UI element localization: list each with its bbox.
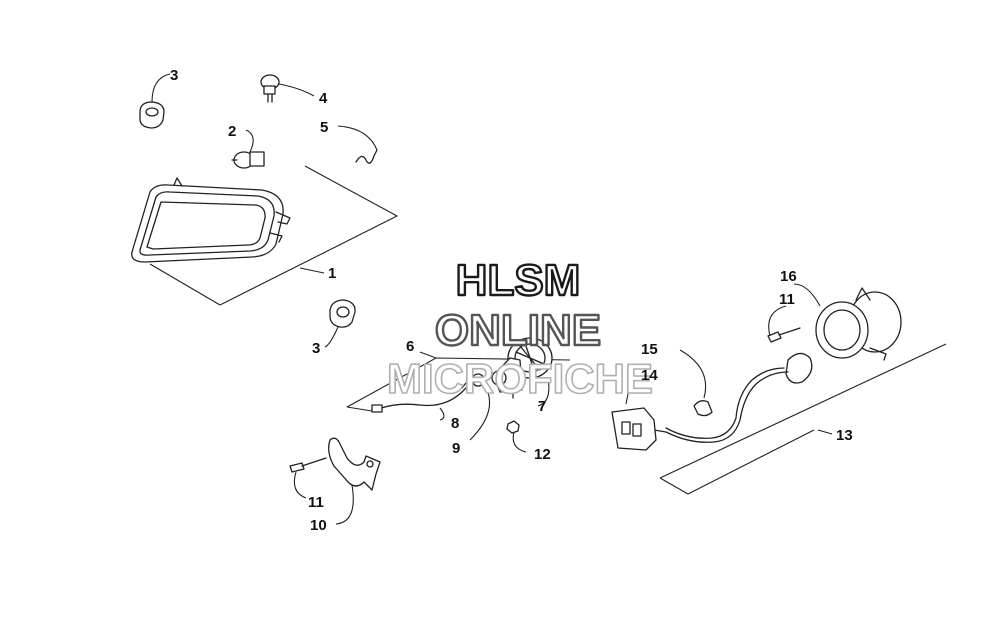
ground-wire <box>337 125 378 164</box>
callout-3-upper: 3 <box>170 67 178 84</box>
callout-11-upper: 11 <box>779 291 795 308</box>
callout-4: 4 <box>319 90 328 107</box>
callout-14: 14 <box>641 367 658 384</box>
headlight-bulb <box>231 129 265 169</box>
wiring-harness <box>611 352 813 451</box>
callout-box-13 <box>659 343 947 495</box>
screw-upper <box>767 283 821 343</box>
callout-10: 10 <box>310 517 327 534</box>
headlight-housing <box>131 177 291 263</box>
callout-2: 2 <box>228 123 236 140</box>
bulb-socket <box>260 74 315 103</box>
watermark: HLSM ONLINE MICROFICHE <box>386 255 654 403</box>
grommet-upper <box>139 73 171 129</box>
fog-lamp-housing <box>491 337 553 407</box>
nut <box>506 420 527 453</box>
callout-16: 16 <box>780 268 797 285</box>
watermark-line-3: MICROFICHE <box>387 355 653 402</box>
callout-labels: 1 2 3 4 5 3 6 7 8 9 10 11 11 12 13 14 15… <box>170 67 853 534</box>
callout-8: 8 <box>451 415 459 432</box>
callout-9: 9 <box>452 440 460 457</box>
screw-lower <box>289 457 327 499</box>
callout-5: 5 <box>320 119 328 136</box>
fog-bulb <box>679 349 713 417</box>
callout-11-lower: 11 <box>308 494 324 511</box>
grommet-lower <box>324 299 356 348</box>
callout-15: 15 <box>641 341 658 358</box>
callout-1: 1 <box>328 265 336 282</box>
callout-12: 12 <box>534 446 551 463</box>
fog-lamp-assembly <box>815 287 902 361</box>
watermark-line-2: ONLINE <box>435 306 601 355</box>
fog-lamp-wire <box>371 373 491 441</box>
callout-13: 13 <box>836 427 853 444</box>
callout-6: 6 <box>406 338 414 355</box>
callout-3-lower: 3 <box>312 340 320 357</box>
callout-7: 7 <box>538 398 546 415</box>
mounting-bracket <box>328 437 381 525</box>
watermark-line-1: HLSM <box>456 256 581 305</box>
callout-box-1 <box>149 165 399 306</box>
